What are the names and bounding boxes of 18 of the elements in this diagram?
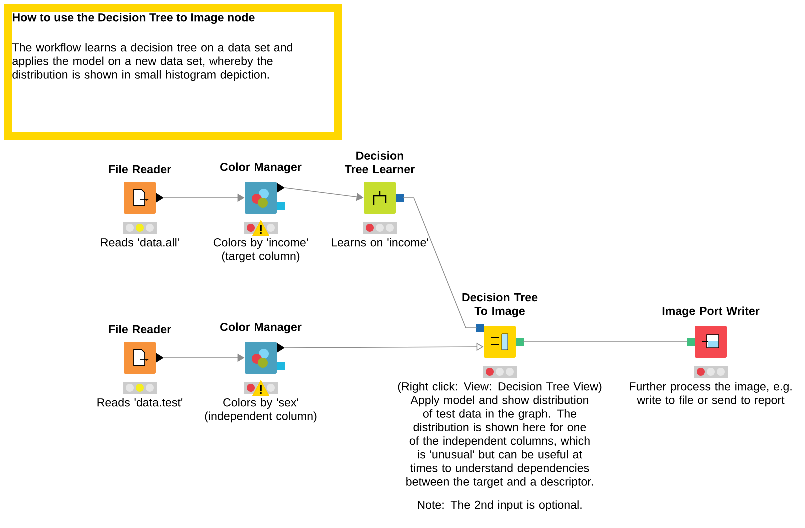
node-label: Decision Tree Learner [344, 151, 415, 174]
annotation-box: How to use the Decision Tree to Image node The workflow learns a decision tree on a data set and applies the model on a new data set, whereby the distribution is shown in small histogram depiction. [4, 4, 342, 140]
node-label: Color Manager [220, 322, 302, 334]
node-label: Color Manager [220, 162, 302, 174]
connector [402, 198, 478, 328]
node-description: Further process the image, e.g. write to file or send to report [630, 382, 792, 407]
node-description: Learns on 'income' [332, 238, 428, 247]
node-description: Colors by 'income' (target column) [214, 238, 308, 263]
node-label: File Reader [109, 325, 172, 334]
node-description: Reads 'data.all' [101, 238, 180, 247]
node-description: (Right click: View: Decision Tree View) Apply model and show distribution of test data in the graph. The distribution is shown here for one of the independent columns, which is 'unusual' but can be useful at times to understand dependencies between the target and a descriptor. [398, 382, 602, 488]
node-description: Reads 'data.test' [98, 398, 183, 407]
node-label: Image Port Writer [662, 306, 760, 318]
node-description: Colors by 'sex' (independent column) [205, 398, 317, 423]
node-description: Note: The 2nd input is optional. [418, 500, 582, 512]
node-label: File Reader [109, 165, 172, 174]
workflow-node: Decision Tree Learner [345, 151, 415, 214]
node-label: Decision Tree To Image [462, 293, 538, 318]
